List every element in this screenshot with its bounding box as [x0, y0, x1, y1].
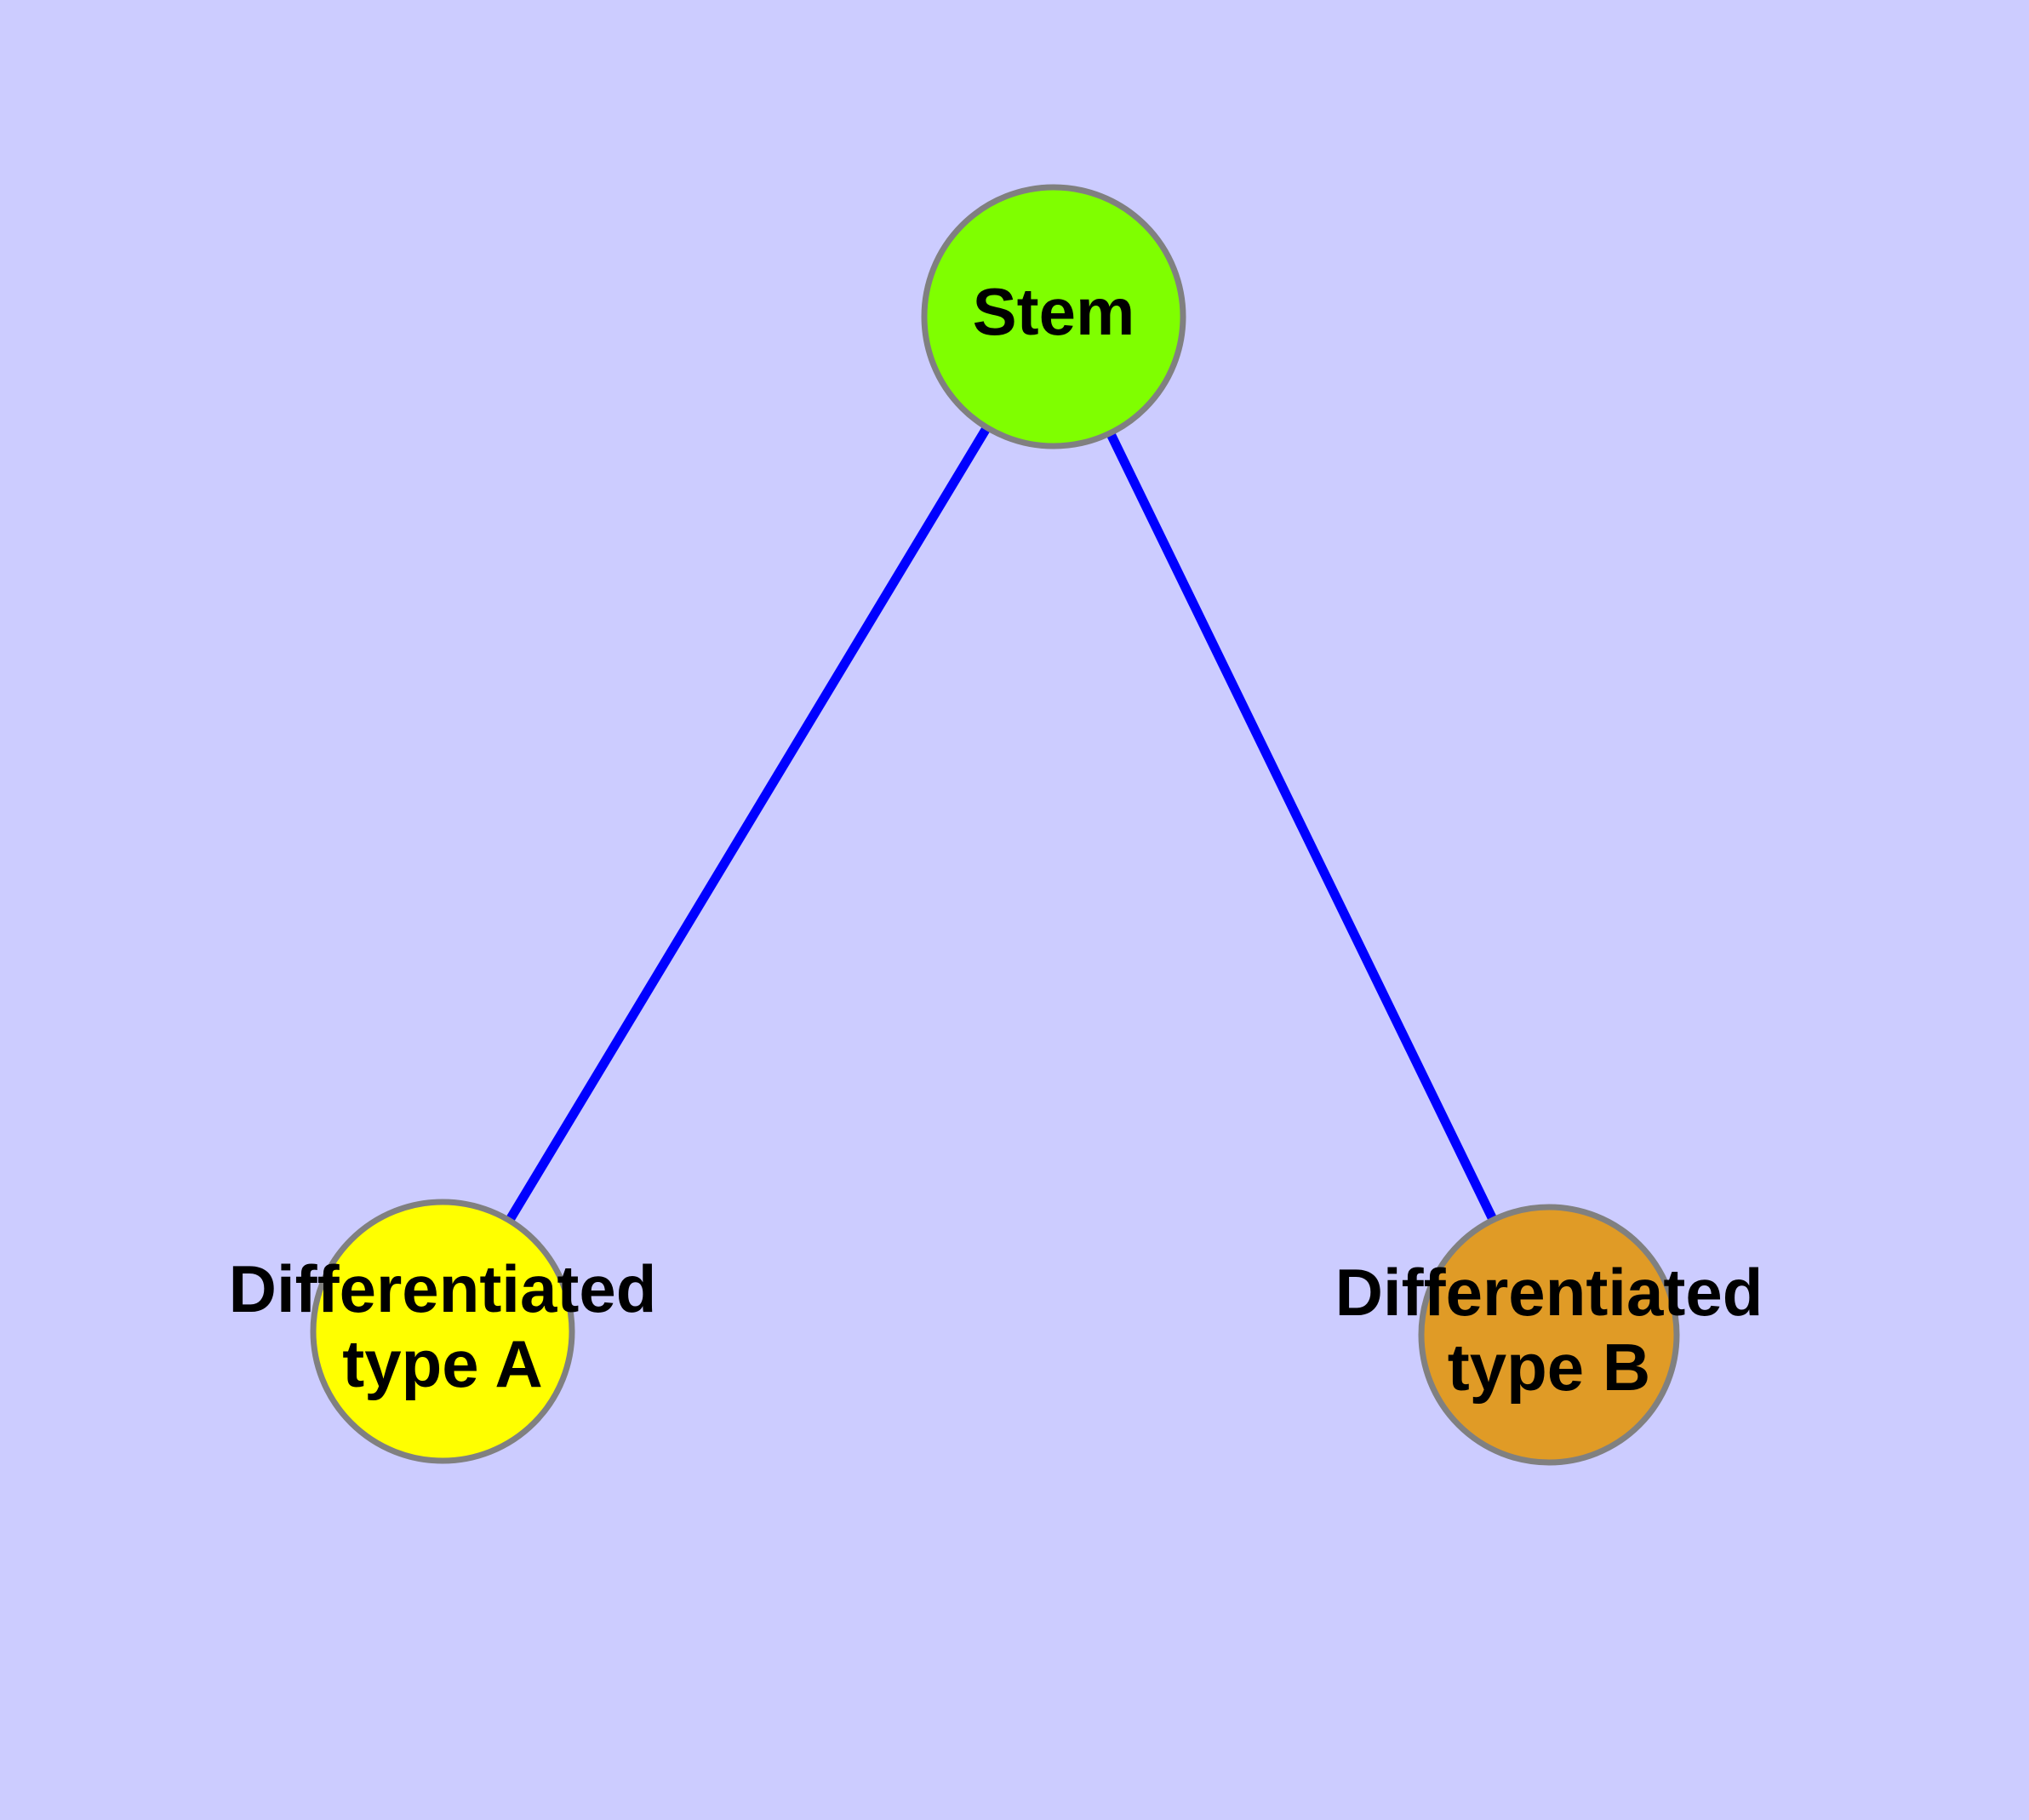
node-circle-differentiated-type-b[interactable] — [1418, 1204, 1680, 1466]
node-circle-stem[interactable] — [921, 184, 1186, 449]
edge-stem-to-differentiated-type-a[interactable] — [504, 423, 992, 1225]
node-stem[interactable]: Stem — [921, 184, 1186, 449]
node-label-line: type B — [1448, 1330, 1650, 1405]
node-label-line: Stem — [973, 274, 1135, 349]
node-label-line: type A — [342, 1326, 543, 1401]
node-label-line: Differentiated — [1335, 1255, 1763, 1330]
node-circle-differentiated-type-a[interactable] — [310, 1199, 575, 1464]
node-label-line: Differentiated — [229, 1251, 657, 1326]
edge-layer — [504, 423, 1499, 1225]
edge-stem-to-differentiated-type-b[interactable] — [1105, 429, 1499, 1224]
node-label-stem: Stem — [973, 274, 1135, 349]
